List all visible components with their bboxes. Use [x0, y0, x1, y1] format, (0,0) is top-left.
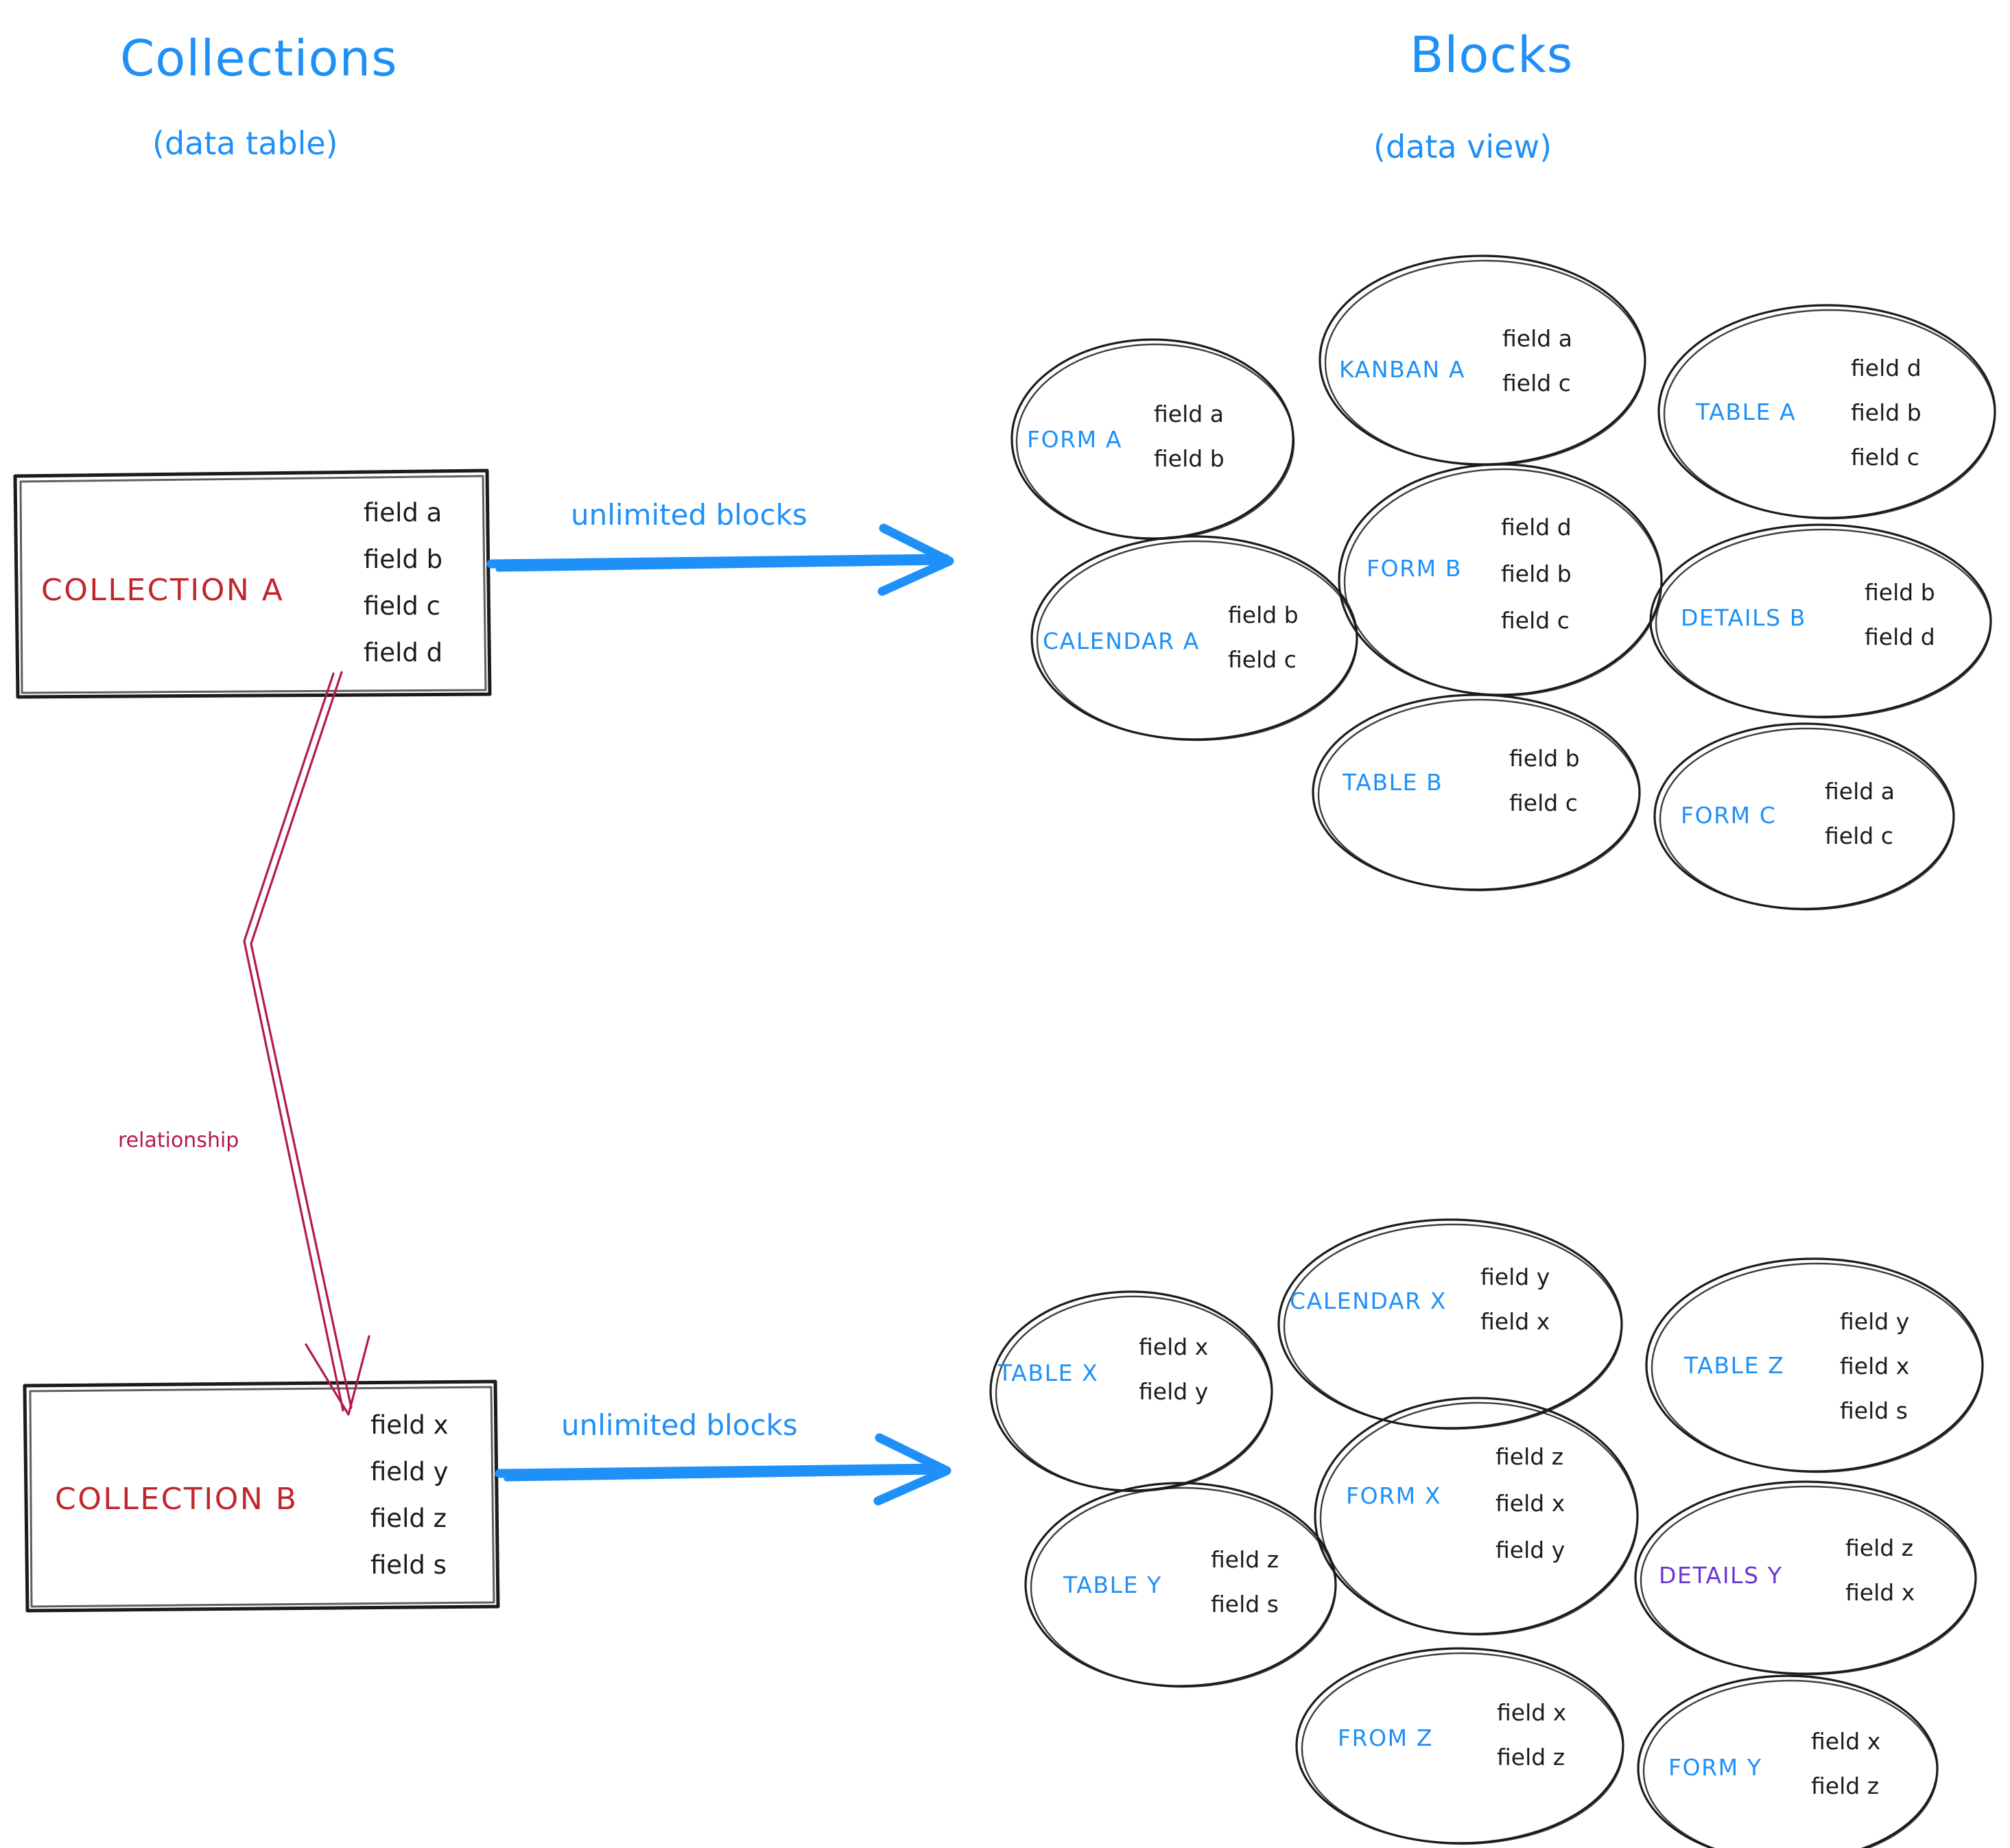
block-label-table-b: TABLE B [1342, 769, 1443, 796]
block-field: field z [1497, 1744, 1565, 1770]
unlimited-blocks-arrow-bottom [495, 1433, 951, 1506]
block-field: field z [1211, 1546, 1279, 1573]
block-field: field y [1495, 1537, 1565, 1563]
block-field: field c [1509, 790, 1578, 816]
block-ellipse-table-z [1645, 1257, 1984, 1473]
block-label-form-b: FORM B [1367, 555, 1462, 582]
block-field: field z [1811, 1773, 1879, 1799]
block-label-form-x: FORM X [1346, 1482, 1441, 1509]
block-field: field x [1497, 1699, 1566, 1726]
block-field: field c [1228, 646, 1297, 673]
block-ellipse-form-c [1653, 722, 1955, 911]
block-field: field a [1825, 778, 1895, 805]
page-subtitle-blocks: (data view) [1373, 128, 1552, 165]
block-label-details-y: DETAILS Y [1659, 1562, 1783, 1589]
collection-b-field: field s [370, 1550, 447, 1580]
block-field: field y [1480, 1264, 1550, 1290]
collection-a-field: field d [364, 638, 442, 667]
block-field: field s [1211, 1591, 1279, 1618]
block-ellipse-form-y [1637, 1674, 1939, 1848]
collection-a-field: field b [364, 545, 442, 574]
block-label-form-c: FORM C [1681, 802, 1777, 829]
block-field: field x [1845, 1579, 1915, 1606]
block-field: field b [1509, 745, 1580, 772]
arrow-label-unlimited-blocks-bottom: unlimited blocks [561, 1408, 798, 1442]
page-title-collections: Collections [120, 29, 398, 87]
relationship-arrow [243, 671, 370, 1416]
block-label-table-x: TABLE X [997, 1360, 1098, 1386]
block-label-kanban-a: KANBAN A [1339, 356, 1465, 383]
block-ellipse-calendar-x [1277, 1218, 1623, 1430]
block-ellipse-from-z [1295, 1647, 1624, 1845]
collection-b-field: field y [370, 1457, 449, 1486]
block-field: field x [1495, 1490, 1565, 1517]
block-ellipse-details-y [1634, 1480, 1977, 1676]
block-field: field c [1501, 607, 1570, 634]
block-field: field d [1851, 355, 1922, 381]
block-field: field x [1811, 1728, 1880, 1755]
block-field: field x [1840, 1353, 1909, 1379]
block-label-details-b: DETAILS B [1681, 604, 1806, 631]
block-ellipse-table-a [1657, 304, 1996, 520]
block-field: field b [1865, 579, 1935, 606]
block-label-table-z: TABLE Z [1683, 1352, 1784, 1379]
block-field: field b [1154, 445, 1225, 472]
collection-a-field: field a [364, 498, 442, 528]
collection-b-field: field z [370, 1504, 447, 1533]
block-ellipse-table-y [1024, 1482, 1337, 1688]
block-field: field d [1865, 624, 1935, 650]
page-subtitle-collections: (data table) [152, 125, 338, 162]
collection-b-name: COLLECTION B [55, 1482, 298, 1517]
block-field: field x [1480, 1308, 1550, 1335]
block-field: field z [1845, 1535, 1913, 1561]
block-label-form-a: FORM A [1027, 426, 1122, 453]
block-field: field x [1139, 1334, 1208, 1360]
arrow-label-unlimited-blocks-top: unlimited blocks [571, 498, 807, 532]
block-ellipse-details-b [1649, 523, 1992, 719]
block-field: field z [1495, 1443, 1563, 1470]
block-label-form-y: FORM Y [1668, 1754, 1762, 1781]
block-field: field c [1502, 370, 1571, 396]
block-label-calendar-a: CALENDAR A [1043, 628, 1200, 654]
block-label-calendar-x: CALENDAR X [1290, 1288, 1447, 1314]
block-label-table-y: TABLE Y [1063, 1572, 1162, 1598]
block-field: field c [1851, 444, 1919, 471]
block-ellipse-table-x [989, 1290, 1273, 1493]
relationship-label: relationship [118, 1128, 239, 1152]
block-field: field a [1154, 401, 1224, 427]
block-label-from-z: FROM Z [1338, 1725, 1433, 1751]
block-field: field s [1840, 1397, 1908, 1424]
block-ellipse-calendar-a [1030, 535, 1358, 742]
block-field: field b [1851, 399, 1922, 426]
collection-a-name: COLLECTION A [41, 573, 284, 608]
block-ellipse-form-x [1314, 1397, 1639, 1636]
block-ellipse-table-b [1312, 694, 1641, 892]
block-field: field a [1502, 325, 1572, 352]
collection-a-field: field c [364, 591, 440, 621]
block-label-table-a: TABLE A [1695, 399, 1796, 425]
unlimited-blocks-arrow-top [486, 523, 954, 596]
block-field: field y [1139, 1378, 1208, 1405]
block-field: field b [1228, 602, 1299, 628]
block-field: field b [1501, 560, 1572, 587]
block-field: field y [1840, 1308, 1909, 1335]
block-field: field d [1501, 514, 1572, 541]
collection-a-box [13, 469, 492, 699]
page-title-blocks: Blocks [1410, 26, 1573, 84]
collection-b-field: field x [370, 1410, 449, 1440]
block-field: field c [1825, 822, 1893, 849]
